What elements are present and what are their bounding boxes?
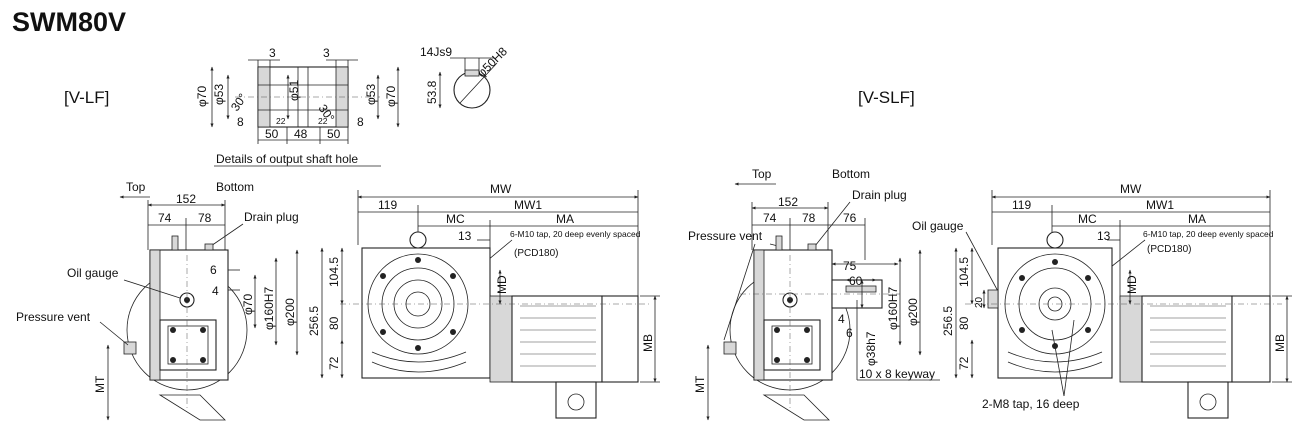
dim-phi38h7: φ38h7	[864, 331, 878, 366]
dim-phi51: φ51	[287, 80, 301, 101]
dim-119: 119	[378, 198, 397, 212]
label-top-slf: Top	[752, 167, 772, 181]
dim-72-slf: 72	[957, 356, 971, 370]
dim-md: MD	[495, 275, 509, 294]
dim-phi53-left: φ53	[212, 84, 226, 105]
dim-50-right: 50	[327, 127, 341, 141]
label-oil-gauge-slf: Oil gauge	[912, 219, 964, 233]
dim-mw-slf: MW	[1120, 182, 1142, 196]
v-lf-front-view: Top Bottom 152 74 78 Drain plug Oil gaug…	[16, 180, 299, 421]
dim-53-8: 53.8	[425, 80, 439, 104]
dim-mb: MB	[641, 334, 655, 352]
dim-8-right: 8	[357, 115, 364, 129]
dim-78: 78	[198, 211, 212, 225]
dim-ma: MA	[556, 212, 574, 226]
dim-4: 4	[212, 284, 219, 298]
detail-caption: Details of output shaft hole	[216, 152, 358, 166]
dim-mw1-slf: MW1	[1146, 198, 1174, 212]
dim-50-left: 50	[265, 127, 279, 141]
drawing-title: SWM80V	[12, 7, 126, 37]
dim-104-5: 104.5	[327, 257, 341, 287]
dim-30deg-left: 30°	[228, 91, 250, 114]
dim-48: 48	[294, 127, 308, 141]
dim-phi50h8: φ50H8	[474, 44, 510, 80]
dim-mt-slf: MT	[693, 375, 707, 393]
label-pcd180: (PCD180)	[514, 248, 558, 259]
label-bottom-slf: Bottom	[832, 167, 870, 181]
dim-13-slf: 13	[1097, 229, 1111, 243]
dim-mw1: MW1	[514, 198, 542, 212]
dim-4-slf: 4	[838, 312, 845, 326]
label-drain-plug-slf: Drain plug	[852, 188, 907, 202]
label-top: Top	[126, 180, 146, 194]
output-shaft-hole-detail: 3 3 φ70 φ53 30° φ51 30° φ53 φ70 8 22 22 …	[195, 44, 510, 167]
dim-104-5-slf: 104.5	[957, 257, 971, 287]
dim-74: 74	[158, 211, 172, 225]
dim-mb-slf: MB	[1273, 334, 1287, 352]
v-slf-front-view: Top Bottom Drain plug 152 74 78 76 Press…	[688, 167, 940, 421]
label-m8-tap: 2-M8 tap, 16 deep	[982, 397, 1080, 411]
dim-ma-slf: MA	[1188, 212, 1206, 226]
view-label-v-slf: [V-SLF]	[858, 88, 915, 107]
dim-20-slf: 20	[974, 296, 985, 308]
dim-3-left: 3	[269, 46, 276, 60]
view-label-v-lf: [V-LF]	[64, 88, 109, 107]
dim-76-slf: 76	[843, 211, 857, 225]
dim-80-slf: 80	[957, 316, 971, 330]
dim-60-slf: 60	[849, 274, 863, 288]
dim-74-slf: 74	[763, 211, 777, 225]
dim-mt: MT	[93, 375, 107, 393]
label-bottom: Bottom	[216, 180, 254, 194]
label-tap-slf: 6-M10 tap, 20 deep evenly spaced	[1143, 229, 1274, 239]
dim-22-right: 22	[318, 116, 328, 126]
dim-phi53-right: φ53	[364, 84, 378, 105]
dim-80: 80	[327, 316, 341, 330]
dim-phi200-slf: φ200	[906, 298, 920, 326]
v-lf-side-view: MW 119 MW1 MC MA 13 6-M10 tap, 20 deep e…	[307, 182, 660, 419]
dim-phi160h7-slf: φ160H7	[886, 287, 900, 330]
dim-152-slf: 152	[778, 195, 798, 209]
label-pcd180-slf: (PCD180)	[1147, 244, 1191, 255]
label-tap: 6-M10 tap, 20 deep evenly spaced	[510, 229, 641, 239]
dim-phi200: φ200	[283, 298, 297, 326]
dim-phi70-left: φ70	[195, 86, 209, 107]
dim-md-slf: MD	[1125, 275, 1139, 294]
dim-phi160h7: φ160H7	[262, 287, 276, 330]
dim-256-5: 256.5	[307, 306, 321, 336]
dim-keyway-14js9: 14Js9	[420, 45, 452, 59]
dim-119-slf: 119	[1012, 198, 1031, 212]
dim-6: 6	[210, 263, 217, 277]
label-pressure-vent: Pressure vent	[16, 310, 91, 324]
dim-22-left: 22	[276, 116, 286, 126]
dim-75-slf: 75	[843, 259, 857, 273]
label-keyway: 10 x 8 keyway	[859, 367, 935, 381]
dim-78-slf: 78	[802, 211, 816, 225]
dim-6-slf: 6	[846, 326, 853, 340]
dim-mc-slf: MC	[1078, 212, 1097, 226]
label-pressure-vent-slf: Pressure vent	[688, 229, 763, 243]
dim-256-5-slf: 256.5	[941, 306, 955, 336]
dim-phi70-right: φ70	[384, 86, 398, 107]
v-slf-side-view: MW 119 MW1 MC MA 13 6-M10 tap, 20 deep e…	[912, 182, 1292, 419]
label-oil-gauge: Oil gauge	[67, 266, 119, 280]
dim-3-right: 3	[323, 46, 330, 60]
dim-mc: MC	[446, 212, 465, 226]
dim-13: 13	[458, 229, 472, 243]
dim-152: 152	[176, 192, 196, 206]
dim-72: 72	[327, 356, 341, 370]
dim-phi70: φ70	[241, 294, 255, 315]
label-drain-plug: Drain plug	[244, 210, 299, 224]
dim-mw: MW	[490, 182, 512, 196]
dim-8-left: 8	[237, 115, 244, 129]
